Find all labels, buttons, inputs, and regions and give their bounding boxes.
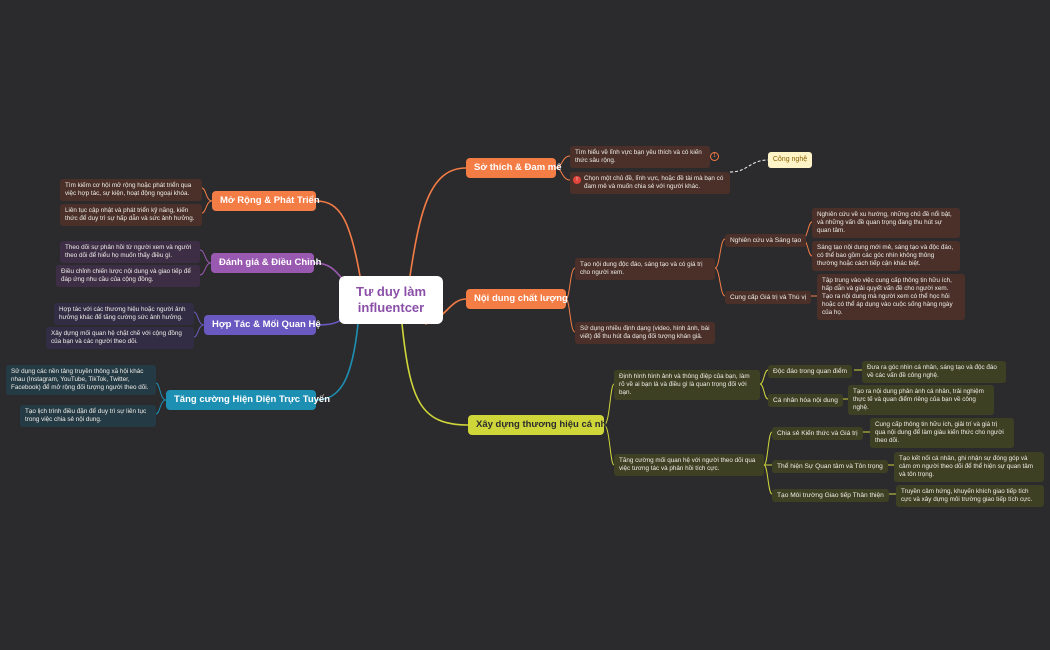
link-tc-1	[155, 382, 167, 401]
mo-rong-item-1[interactable]: Tìm kiếm cơ hội mở rộng hoặc phát triển …	[60, 179, 202, 201]
mo-rong-item-2[interactable]: Liên tục cập nhật và phát triển kỹ năng,…	[60, 204, 202, 226]
link-cung-cap	[714, 267, 726, 297]
note-cong-nghe[interactable]: Công nghệ	[768, 152, 812, 168]
link-so-thich-2	[555, 167, 571, 181]
th-a2-label[interactable]: Cá nhân hóa nội dung	[768, 394, 843, 407]
th-a1-label[interactable]: Độc đáo trong quan điểm	[768, 365, 853, 378]
link-th-b1	[763, 431, 773, 466]
th-b1-label[interactable]: Chia sẻ Kiến thức và Giá trị	[772, 427, 863, 440]
link-dg-1	[199, 249, 212, 264]
topic-hop-tac[interactable]: Hợp Tác & Mối Quan Hệ	[204, 315, 321, 335]
th-b2-desc[interactable]: Tạo kết nối cá nhân, ghi nhận sự đóng gó…	[894, 452, 1044, 482]
topic-thuong-hieu[interactable]: Xây dựng thương hiệu cá nhân	[468, 415, 617, 435]
link-mr-1	[201, 187, 213, 202]
link-mo-rong	[315, 200, 361, 277]
link-dg-2	[199, 262, 212, 276]
so-thich-item-2-text: Chọn một chủ đề, lĩnh vực, hoặc đề tài m…	[584, 175, 724, 190]
topic-danh-gia[interactable]: Đánh giá & Điều Chỉnh	[211, 253, 321, 273]
hop-tac-item-1[interactable]: Hợp tác với các thương hiệu hoặc người ả…	[54, 303, 194, 325]
so-thich-item-2[interactable]: Chọn một chủ đề, lĩnh vực, hoặc đề tài m…	[570, 172, 730, 194]
noi-dung-item-2[interactable]: Sử dụng nhiều định dạng (video, hình ảnh…	[575, 322, 715, 344]
th-a1-desc[interactable]: Đưa ra góc nhìn cá nhân, sáng tạo và độc…	[862, 361, 1006, 383]
nghien-cuu-item-1[interactable]: Nghiên cứu về xu hướng, những chủ đề nổi…	[812, 208, 960, 238]
so-thich-item-1[interactable]: Tìm hiểu về lĩnh vực bạn yêu thích và có…	[570, 146, 710, 168]
danh-gia-item-1[interactable]: Theo dõi sự phản hồi từ người xem và ngư…	[60, 241, 200, 263]
link-noi-dung-1	[565, 267, 576, 300]
link-so-thich	[409, 167, 467, 277]
nghien-cuu-label[interactable]: Nghiên cứu và Sáng tạo	[725, 234, 807, 247]
noi-dung-item-1[interactable]: Tạo nội dung độc đáo, sáng tạo và có giá…	[575, 258, 715, 280]
thuong-hieu-item-2[interactable]: Tăng cường mối quan hệ với người theo dõ…	[614, 454, 764, 476]
th-b2-label[interactable]: Thể hiện Sự Quan tâm và Tôn trọng	[772, 460, 888, 473]
th-a2-desc[interactable]: Tạo ra nội dung phản ánh cá nhân, trải n…	[848, 385, 994, 415]
link-nghien-cuu	[714, 238, 726, 269]
topic-tang-cuong[interactable]: Tăng cường Hiện Diện Trực Tuyến	[166, 390, 330, 410]
link-ht-2	[193, 324, 205, 338]
thuong-hieu-item-1[interactable]: Định hình hình ảnh và thông điệp của bạn…	[614, 370, 760, 400]
marker-icon: !	[573, 176, 581, 184]
cung-cap-item-1[interactable]: Tập trung vào việc cung cấp thông tin hữ…	[817, 274, 965, 320]
link-th-a2	[759, 383, 769, 400]
tang-cuong-item-1[interactable]: Sử dụng các nền tảng truyền thông xã hội…	[6, 365, 156, 395]
th-b1-desc[interactable]: Cung cấp thông tin hữu ích, giải trí và …	[870, 418, 1014, 448]
link-thuong-hieu	[401, 323, 469, 426]
th-b3-label[interactable]: Tạo Môi trường Giao tiếp Thân thiện	[772, 489, 889, 502]
th-b3-desc[interactable]: Truyền cảm hứng, khuyến khích giao tiếp …	[896, 485, 1044, 507]
link-th-2	[603, 424, 615, 466]
central-topic-line2: influentcer	[357, 300, 425, 315]
link-note-dashed	[729, 159, 769, 173]
hop-tac-item-2[interactable]: Xây dựng mối quan hệ chặt chẽ với cộng đ…	[46, 327, 194, 349]
link-tang-cuong	[315, 323, 359, 401]
danh-gia-item-2[interactable]: Điều chỉnh chiến lược nội dung và giao t…	[56, 265, 200, 287]
link-noi-dung-2	[565, 298, 576, 333]
link-ht-1	[193, 311, 205, 326]
count-badge[interactable]: 1	[710, 152, 719, 161]
nghien-cuu-item-2[interactable]: Sáng tạo nội dung mới mẻ, sáng tạo và độ…	[812, 241, 960, 271]
topic-mo-rong[interactable]: Mở Rộng & Phát Triển	[212, 191, 320, 211]
topic-noi-dung[interactable]: Nội dung chất lượng	[466, 289, 568, 309]
link-th-1	[603, 383, 615, 426]
central-topic[interactable]: Tư duy làm influentcer	[339, 276, 443, 324]
link-tc-2	[155, 399, 167, 415]
link-th-a1	[759, 369, 769, 385]
link-so-thich-1	[555, 155, 571, 169]
cung-cap-label[interactable]: Cung cấp Giá trị và Thú vị	[725, 291, 812, 304]
central-topic-line1: Tư duy làm	[355, 284, 427, 299]
tang-cuong-item-2[interactable]: Tạo lịch trình điều đặn để duy trì sự li…	[20, 405, 156, 427]
link-mr-2	[201, 200, 213, 214]
topic-so-thich[interactable]: Sở thích & Đam mê	[466, 158, 562, 178]
link-th-b3	[763, 464, 773, 495]
